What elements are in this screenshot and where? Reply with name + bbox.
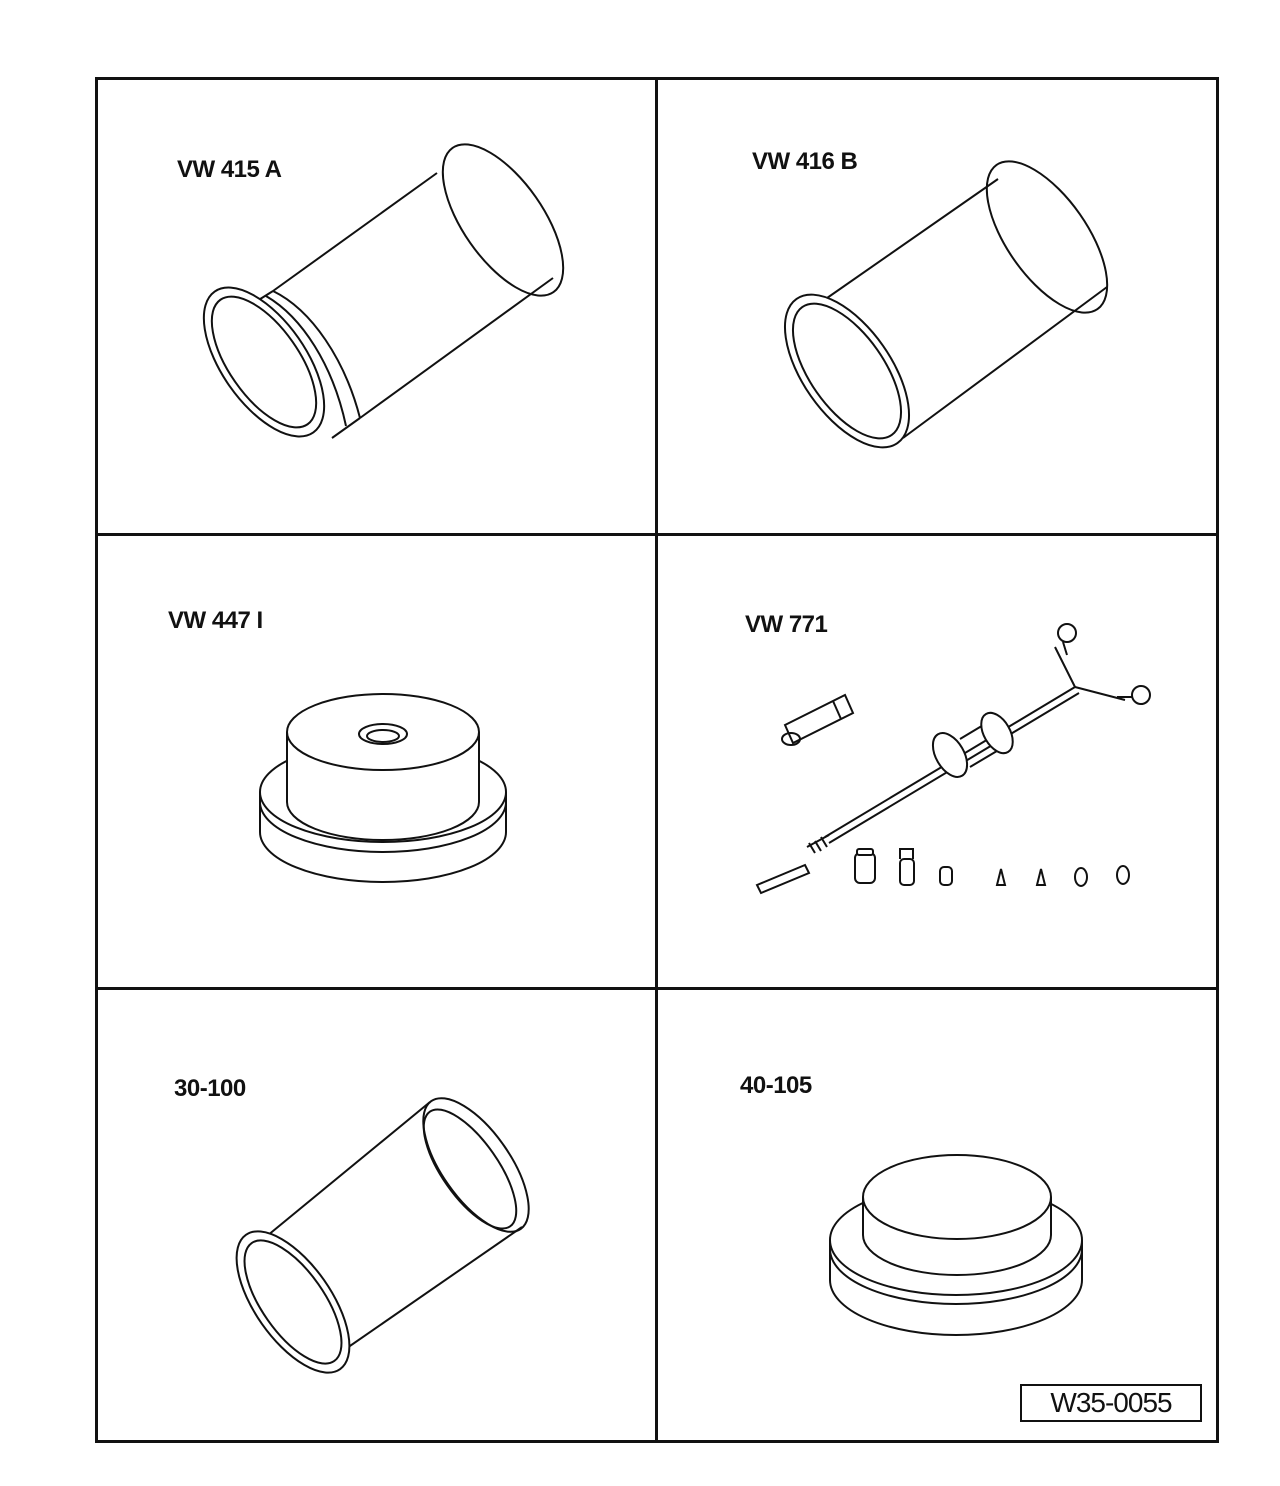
- tool-label-vw-771: VW 771: [745, 611, 828, 638]
- sleeve-tool-vw-416-b-drawing: [785, 165, 1125, 455]
- grid-divider-horizontal-2: [98, 987, 1216, 990]
- tool-label-30-100: 30-100: [174, 1075, 246, 1102]
- tool-label-40-105: 40-105: [740, 1072, 812, 1099]
- grid-divider-vertical: [655, 80, 658, 1440]
- tool-label-vw-415-a: VW 415 A: [177, 156, 282, 183]
- sleeve-tool-30-100-drawing: [238, 1095, 538, 1365]
- grid-divider-horizontal-1: [98, 533, 1216, 536]
- slide-hammer-kit-vw-771-drawing: [745, 615, 1185, 915]
- drawing-reference-code: W35-0055: [1020, 1384, 1202, 1422]
- sleeve-tool-vw-415-a-drawing: [200, 160, 580, 460]
- tool-label-vw-416-b: VW 416 B: [752, 148, 858, 175]
- disc-tool-40-105-drawing: [827, 1135, 1087, 1345]
- tool-label-vw-447-i: VW 447 I: [168, 607, 263, 634]
- disc-tool-vw-447-i-drawing: [255, 680, 515, 890]
- sheet-frame: [95, 77, 1219, 1443]
